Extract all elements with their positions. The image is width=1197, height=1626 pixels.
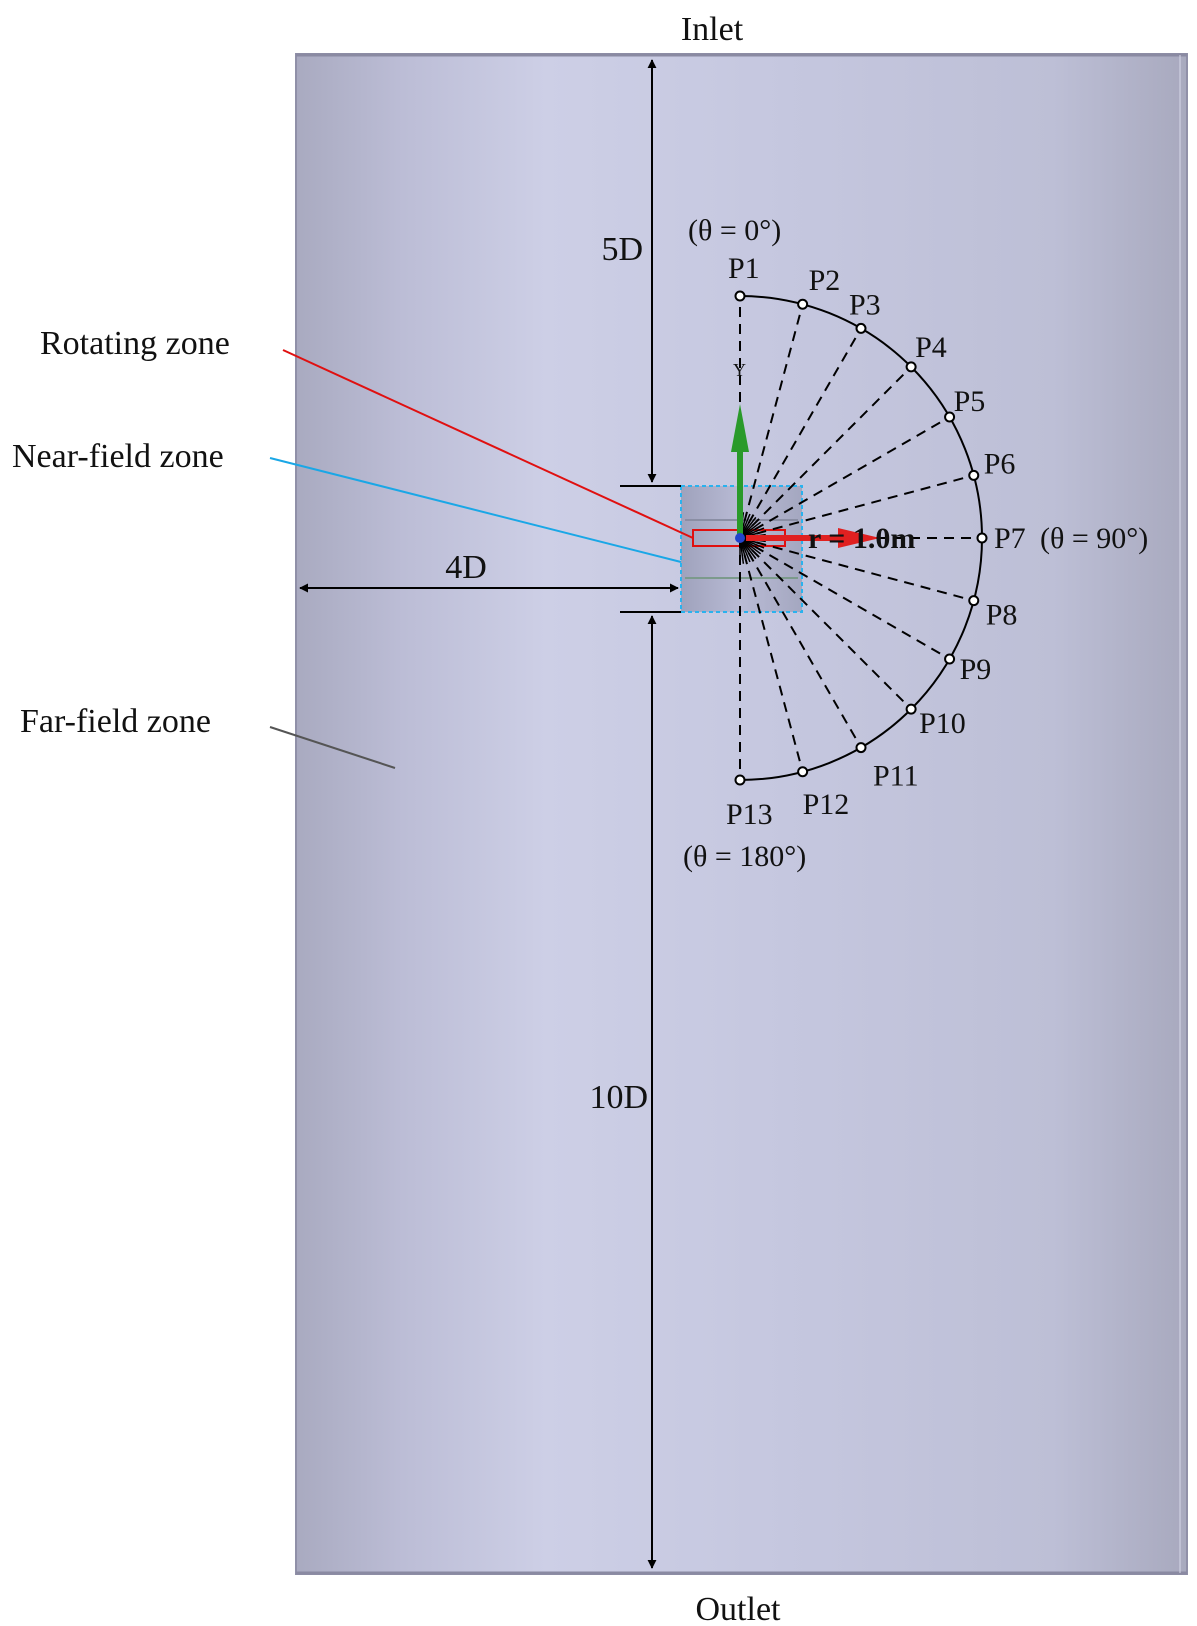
far-field-zone-label: Far-field zone xyxy=(20,703,211,740)
dim-label-4d: 4D xyxy=(445,549,487,586)
probe-point-marker xyxy=(976,532,988,544)
probe-point-marker xyxy=(944,653,956,665)
inlet-label: Inlet xyxy=(681,11,744,48)
rotor-hub-icon xyxy=(735,533,745,543)
probe-ray xyxy=(739,537,912,710)
probe-ray xyxy=(739,366,912,539)
theta-180-label: (θ = 180°) xyxy=(683,840,806,873)
probe-point-marker xyxy=(855,742,867,754)
probe-point-marker xyxy=(905,703,917,715)
probe-point-label: P10 xyxy=(919,707,966,740)
far-field-domain xyxy=(295,53,1188,1575)
probe-point-label: P9 xyxy=(960,653,992,686)
probe-ray xyxy=(739,303,804,539)
y-axis-label: Y xyxy=(733,360,746,380)
probe-point-marker xyxy=(944,411,956,423)
probe-point-label: P1 xyxy=(728,252,760,285)
probe-point-label: P3 xyxy=(849,288,881,321)
x-axis-arrowhead-icon xyxy=(838,528,880,548)
probe-point-label: P6 xyxy=(984,447,1016,480)
probe-point-marker xyxy=(734,774,746,786)
radius-label: r = 1.0m xyxy=(808,522,915,555)
near-field-zone-leader xyxy=(269,457,682,563)
probe-point-label: P13 xyxy=(726,798,773,831)
theta-90-label: (θ = 90°) xyxy=(1040,522,1148,555)
probe-point-label: P2 xyxy=(809,264,841,297)
probe-ray xyxy=(739,474,975,539)
probe-point-label: P11 xyxy=(873,760,919,793)
probe-point-marker xyxy=(797,766,809,778)
probe-ray xyxy=(739,537,862,749)
dim-label-10d: 10D xyxy=(589,1079,648,1116)
probe-point-marker xyxy=(968,595,980,607)
probe-point-label: P7 xyxy=(994,522,1026,555)
probe-ray xyxy=(739,537,804,773)
probe-ray xyxy=(739,327,862,539)
far-field-zone-leader xyxy=(269,726,396,769)
probe-point-label: P8 xyxy=(986,599,1018,632)
probe-point-label: P5 xyxy=(954,385,986,418)
dim-label-5d: 5D xyxy=(601,231,643,268)
probe-point-label: P4 xyxy=(915,331,947,364)
probe-ray xyxy=(739,416,951,539)
probe-point-marker xyxy=(905,361,917,373)
probe-point-marker xyxy=(968,469,980,481)
probe-ray xyxy=(739,537,951,660)
y-axis-arrowhead-icon xyxy=(731,404,749,452)
probe-point-marker xyxy=(734,290,746,302)
near-field-zone-label: Near-field zone xyxy=(12,438,224,475)
probe-point-label: P12 xyxy=(803,788,850,821)
probe-point-marker xyxy=(797,298,809,310)
rotating-zone-leader xyxy=(282,349,694,539)
probe-ray xyxy=(739,537,975,602)
outlet-label: Outlet xyxy=(696,1591,782,1626)
probe-point-marker xyxy=(855,322,867,334)
theta-0-label: (θ = 0°) xyxy=(688,214,781,247)
rotating-zone-label: Rotating zone xyxy=(40,325,230,362)
